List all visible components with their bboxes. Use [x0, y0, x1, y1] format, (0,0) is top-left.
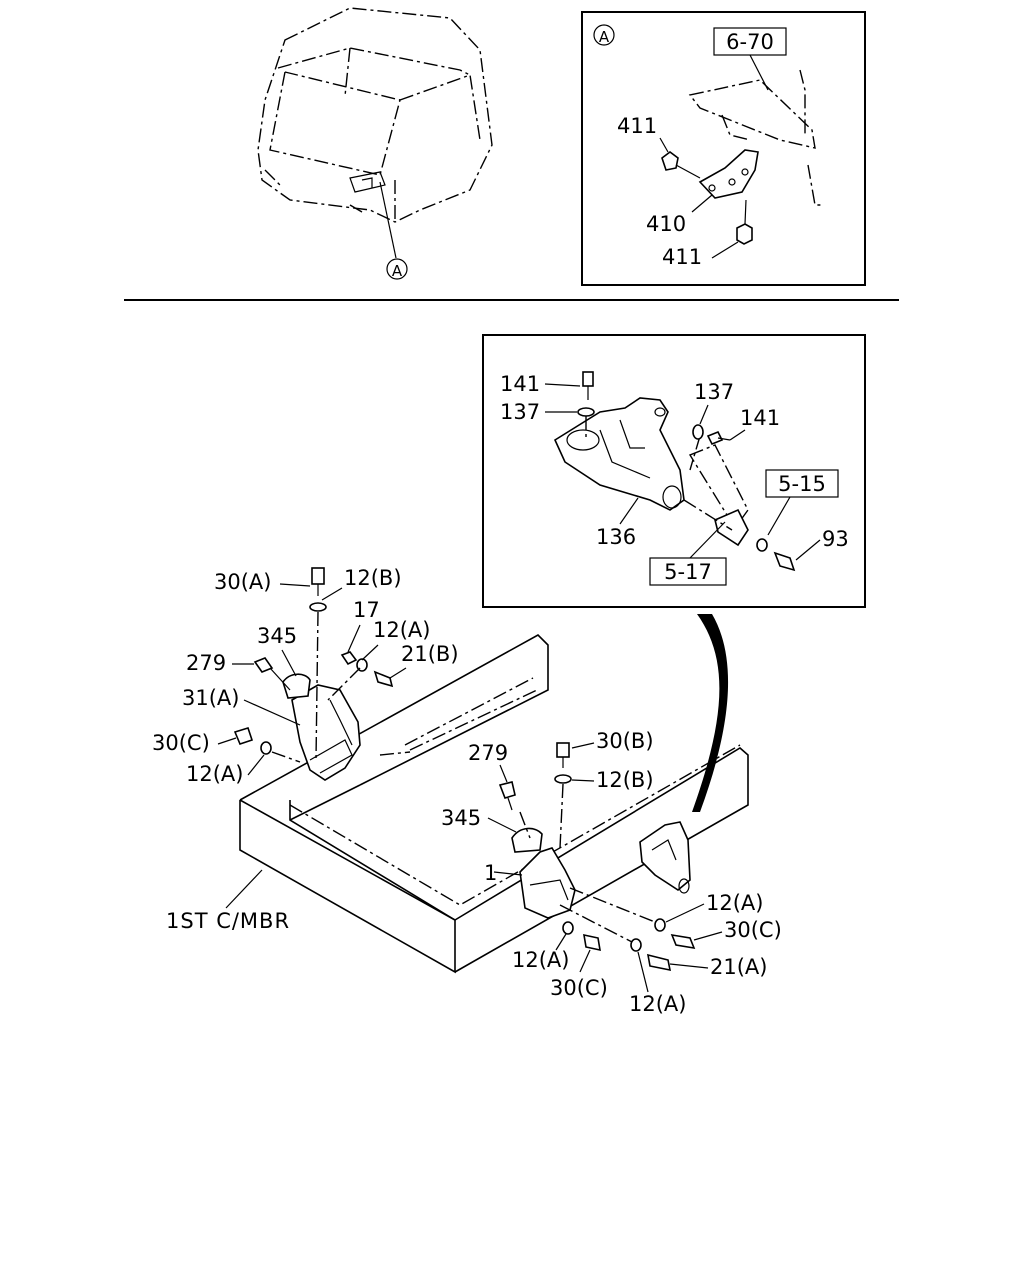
label-279-left: 279: [186, 651, 226, 675]
bracket-31A: [291, 684, 361, 781]
inset-a-frame: [581, 11, 866, 286]
label-137-left: 137: [500, 400, 540, 424]
bolt-30B: [556, 742, 570, 758]
label-21B: 21(B): [401, 642, 459, 666]
label-93: 93: [822, 527, 849, 551]
washer-12B-right: [554, 774, 572, 784]
cab-marker-circle: [386, 258, 408, 280]
bolt-141-right: [706, 430, 724, 446]
bracket-410: [698, 149, 759, 199]
label-141-left: 141: [500, 372, 540, 396]
ref-box-5-15-label: 5-15: [778, 472, 826, 496]
mount-136: [553, 397, 685, 511]
washer-137-right: [692, 424, 704, 440]
bolt-30C-left: [233, 727, 254, 745]
washer-137-top: [577, 407, 595, 417]
label-1: 1: [484, 861, 497, 885]
label-345-right: 345: [441, 806, 481, 830]
bolt-30C-bottom: [583, 933, 601, 952]
label-12A-bottom-right: 12(A): [629, 992, 686, 1016]
crossmember-bracket: [639, 821, 691, 891]
right-mount: 279 30(B) 12(B) 345 1 12(A) 30(C) 21(A) …: [441, 729, 782, 1016]
nut-17: [340, 651, 358, 666]
bolt-279-right: [498, 781, 516, 799]
label-21A: 21(A): [710, 955, 767, 979]
label-17: 17: [353, 598, 380, 622]
ref-box-5-17: [649, 557, 727, 586]
bolt-30C-right: [670, 933, 696, 950]
bolt-411-bottom: [736, 223, 753, 245]
label-411-top: 411: [617, 114, 657, 138]
label-31A: 31(A): [182, 686, 239, 710]
ref-box-5-17-label: 5-17: [664, 560, 712, 584]
washer-12A-bottom-mid: [562, 921, 574, 935]
callout-curve: [692, 614, 729, 812]
bolt-141-top: [582, 371, 594, 387]
inset-a-marker-circle: [593, 24, 615, 46]
label-12A-left-right: 12(A): [512, 948, 569, 972]
label-30C-left-right: 30(C): [550, 976, 608, 1000]
crossmember-label: 1ST C/MBR: [166, 909, 290, 933]
label-411-bottom: 411: [662, 245, 702, 269]
inset-a: A 6-70 411 410 411: [581, 11, 866, 286]
inset-b-frame: [482, 334, 866, 608]
insulator-345-right: [511, 827, 543, 853]
stud-21B: [373, 670, 394, 688]
label-345-left: 345: [257, 624, 297, 648]
bolt-21A: [646, 953, 672, 972]
left-mount: 30(A) 12(B) 17 345 12(A) 279 21(B) 31(A)…: [152, 566, 459, 786]
washer-12A-right: [654, 918, 666, 932]
ref-box-6-70-label: 6-70: [726, 30, 774, 54]
inset-a-marker-letter: A: [599, 28, 610, 46]
bolt-30A: [311, 567, 325, 585]
label-12A-top-left: 12(A): [373, 618, 430, 642]
bolt-279-left: [253, 657, 274, 673]
label-136: 136: [596, 525, 636, 549]
label-12A-right: 12(A): [706, 891, 763, 915]
ref-box-5-15: [765, 469, 839, 498]
cab-marker-letter: A: [392, 262, 403, 280]
insulator-345-left: [282, 673, 311, 699]
label-12B-right: 12(B): [596, 768, 654, 792]
bracket-1: [519, 847, 576, 919]
label-12A-bottom-left: 12(A): [186, 762, 243, 786]
label-12B-left: 12(B): [344, 566, 402, 590]
washer-12A-bottom-left: [260, 741, 272, 755]
label-30C-right: 30(C): [724, 918, 782, 942]
label-30A: 30(A): [214, 570, 271, 594]
label-30C-left: 30(C): [152, 731, 210, 755]
bolt-411-top: [661, 151, 679, 171]
washer-12A-bottom-right: [630, 938, 642, 952]
label-30B: 30(B): [596, 729, 654, 753]
cab-illustration: A: [257, 7, 493, 280]
washer-12B-left: [309, 602, 327, 612]
washer-93: [756, 538, 768, 552]
label-137-right: 137: [694, 380, 734, 404]
bolt-93: [773, 551, 796, 572]
label-141-right: 141: [740, 406, 780, 430]
cab-leader-line: [379, 181, 397, 259]
label-279-right: 279: [468, 741, 508, 765]
label-410: 410: [646, 212, 686, 236]
inset-b: 141 137 137 141 136 93 5-15 5-17: [482, 334, 866, 608]
